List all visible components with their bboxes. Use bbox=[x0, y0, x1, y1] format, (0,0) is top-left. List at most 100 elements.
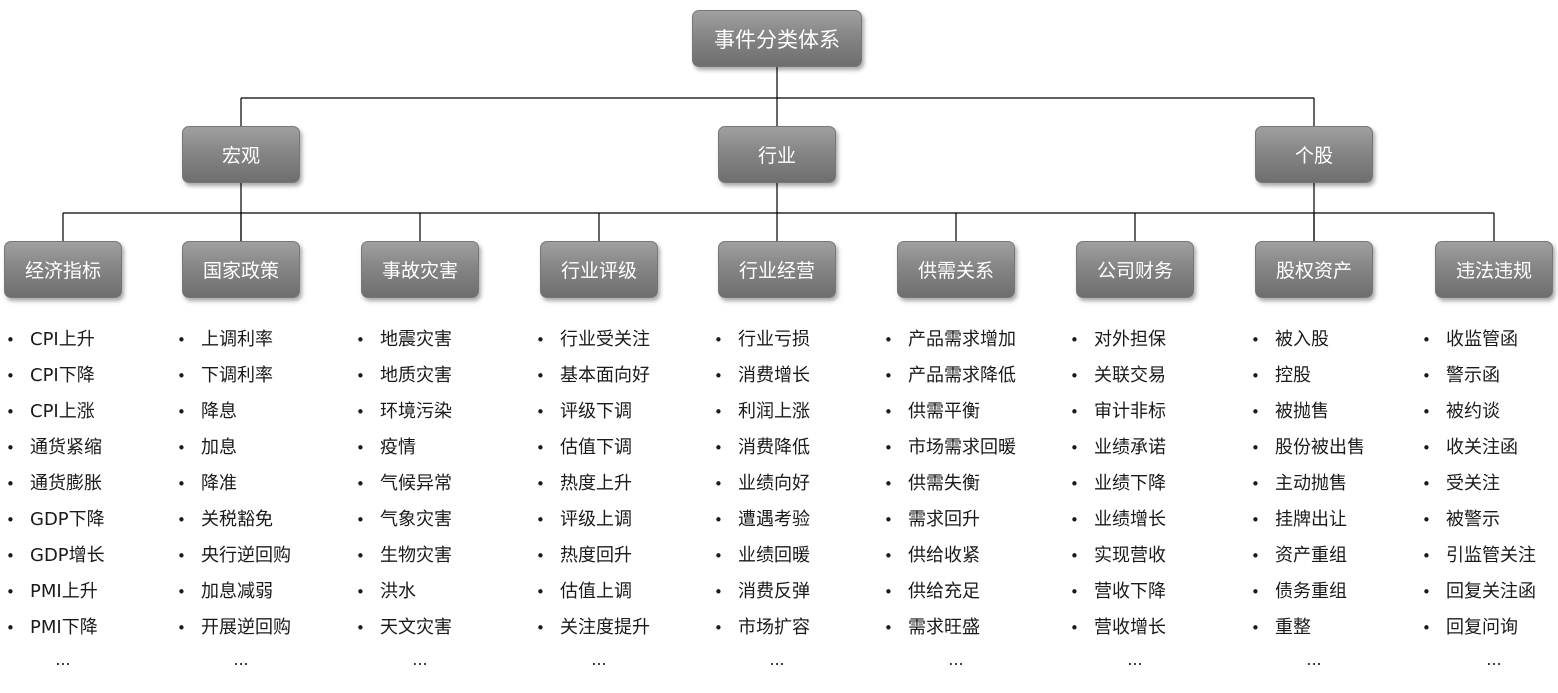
bullet-icon: • bbox=[1070, 475, 1079, 493]
list-item: •气象灾害 bbox=[356, 502, 452, 538]
bullet-icon: • bbox=[1070, 583, 1079, 601]
list-item: •CPI上涨 bbox=[6, 394, 105, 430]
list-item: •通货膨胀 bbox=[6, 466, 105, 502]
list-item-label: 业绩承诺 bbox=[1094, 437, 1166, 458]
list-item-label: 天文灾害 bbox=[380, 617, 452, 638]
list-item-label: 热度回升 bbox=[560, 545, 632, 566]
list-item: •消费增长 bbox=[714, 358, 810, 394]
level2-node: 国家政策 bbox=[182, 241, 300, 298]
list-item: •供给充足 bbox=[884, 574, 1016, 610]
bullet-icon: • bbox=[356, 547, 365, 565]
list-item-label: 加息 bbox=[201, 437, 237, 458]
bullet-icon: • bbox=[536, 547, 545, 565]
list-item-label: 央行逆回购 bbox=[201, 545, 291, 566]
level2-node: 事故灾害 bbox=[361, 241, 479, 298]
bullet-icon: • bbox=[714, 439, 723, 457]
bullet-icon: • bbox=[884, 547, 893, 565]
more-ellipsis: ... bbox=[1486, 650, 1502, 669]
list-item-label: 营收增长 bbox=[1094, 617, 1166, 638]
list-item: •被约谈 bbox=[1422, 394, 1536, 430]
list-item-label: 洪水 bbox=[380, 581, 416, 602]
list-item-label: 供需平衡 bbox=[908, 401, 980, 422]
list-item-label: 关税豁免 bbox=[201, 509, 273, 530]
list-item-label: 收监管函 bbox=[1446, 329, 1518, 350]
bullet-icon: • bbox=[1422, 583, 1431, 601]
list-item: •重整 bbox=[1251, 610, 1365, 646]
list-item: •利润上涨 bbox=[714, 394, 810, 430]
level1-node: 行业 bbox=[718, 126, 836, 183]
bullet-icon: • bbox=[536, 403, 545, 421]
list-item-label: 回复问询 bbox=[1446, 617, 1518, 638]
list-item: •行业亏损 bbox=[714, 322, 810, 358]
list-item: •通货紧缩 bbox=[6, 430, 105, 466]
bullet-icon: • bbox=[884, 583, 893, 601]
bullet-icon: • bbox=[1251, 547, 1260, 565]
list-item-label: 市场扩容 bbox=[738, 617, 810, 638]
bullet-icon: • bbox=[714, 583, 723, 601]
list-item: •下调利率 bbox=[177, 358, 291, 394]
list-item: •实现营收 bbox=[1070, 538, 1166, 574]
bullet-icon: • bbox=[177, 547, 186, 565]
list-item-label: 行业受关注 bbox=[560, 329, 650, 350]
list-item: • 业绩下降 bbox=[1070, 466, 1166, 502]
bullet-icon: • bbox=[177, 619, 186, 637]
list-item: •加息减弱 bbox=[177, 574, 291, 610]
list-item-label: 挂牌出让 bbox=[1275, 509, 1347, 530]
list-item: •回复关注函 bbox=[1422, 574, 1536, 610]
level2-node: 供需关系 bbox=[897, 241, 1015, 298]
list-item: •PMI上升 bbox=[6, 574, 105, 610]
list-item: •加息 bbox=[177, 430, 291, 466]
bullet-icon: • bbox=[356, 439, 365, 457]
list-item: •基本面向好 bbox=[536, 358, 650, 394]
level1-node: 宏观 bbox=[182, 126, 300, 183]
list-item-label: 上调利率 bbox=[201, 329, 273, 350]
list-item: •市场需求回暖 bbox=[884, 430, 1016, 466]
list-item: •需求旺盛 bbox=[884, 610, 1016, 646]
list-item: •对外担保 bbox=[1070, 322, 1166, 358]
bullet-icon: • bbox=[1070, 331, 1079, 349]
bullet-icon: • bbox=[714, 475, 723, 493]
list-item-label: 警示函 bbox=[1446, 365, 1500, 386]
list-item-label: 消费增长 bbox=[738, 365, 810, 386]
list-item: •回复问询 bbox=[1422, 610, 1536, 646]
bullet-icon: • bbox=[1070, 547, 1079, 565]
list-item-label: 产品需求增加 bbox=[908, 329, 1016, 350]
bullet-icon: • bbox=[536, 475, 545, 493]
list-item-label: 供给收紧 bbox=[908, 545, 980, 566]
list-item: • 控股 bbox=[1251, 358, 1365, 394]
list-item-label: PMI上升 bbox=[30, 581, 98, 602]
bullet-icon: • bbox=[6, 511, 15, 529]
more-ellipsis: ... bbox=[769, 650, 785, 669]
bullet-icon: • bbox=[1422, 475, 1431, 493]
bullet-icon: • bbox=[6, 331, 15, 349]
list-item-label: 审计非标 bbox=[1094, 401, 1166, 422]
list-item-label: 控股 bbox=[1275, 365, 1311, 386]
list-item: •CPI下降 bbox=[6, 358, 105, 394]
list-item-label: 市场需求回暖 bbox=[908, 437, 1016, 458]
list-item: •降准 bbox=[177, 466, 291, 502]
list-item-label: 业绩下降 bbox=[1094, 473, 1166, 494]
list-item: •被入股 bbox=[1251, 322, 1365, 358]
list-item: •被警示 bbox=[1422, 502, 1536, 538]
level1-node: 个股 bbox=[1255, 126, 1373, 183]
list-item-label: 股份被出售 bbox=[1275, 437, 1365, 458]
list-item-label: 引监管关注 bbox=[1446, 545, 1536, 566]
list-item: •业绩承诺 bbox=[1070, 430, 1166, 466]
bullet-icon: • bbox=[536, 439, 545, 457]
bullet-icon: • bbox=[356, 331, 365, 349]
more-ellipsis: ... bbox=[948, 650, 964, 669]
list-item: •CPI上升 bbox=[6, 322, 105, 358]
list-item: •引监管关注 bbox=[1422, 538, 1536, 574]
bullet-icon: • bbox=[1251, 367, 1260, 385]
level2-node: 行业评级 bbox=[540, 241, 658, 298]
list-item: •营收增长 bbox=[1070, 610, 1166, 646]
list-item: •行业受关注 bbox=[536, 322, 650, 358]
level2-node: 行业经营 bbox=[718, 241, 836, 298]
list-item-label: 加息减弱 bbox=[201, 581, 273, 602]
list-item: •挂牌出让 bbox=[1251, 502, 1365, 538]
list-item: •产品需求增加 bbox=[884, 322, 1016, 358]
bullet-icon: • bbox=[356, 511, 365, 529]
list-item: •被抛售 bbox=[1251, 394, 1365, 430]
root-node: 事件分类体系 bbox=[692, 10, 862, 67]
list-item: •业绩回暖 bbox=[714, 538, 810, 574]
